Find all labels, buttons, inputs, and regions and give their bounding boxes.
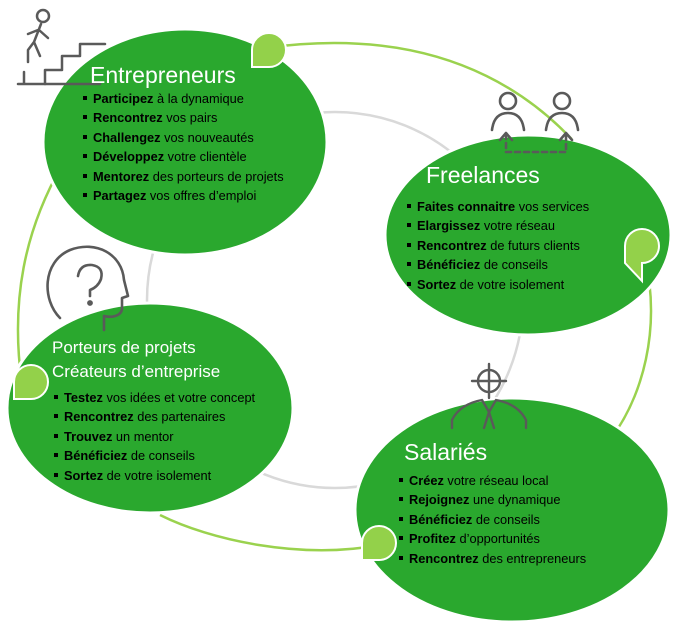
entrepreneurs-title: Entrepreneurs — [90, 62, 236, 88]
freelances-title: Freelances — [426, 162, 540, 188]
list-item: Bénéficiez de conseils — [399, 510, 586, 529]
list-item: Challengez vos nouveautés — [83, 128, 284, 147]
list-item: Rencontrez des entrepreneurs — [399, 549, 586, 568]
knob-entrepreneurs — [251, 32, 287, 68]
salaries-title: Salariés — [404, 439, 488, 465]
list-item: Rencontrez des partenaires — [54, 407, 255, 426]
connector-porteurs-entrepreneurs — [16, 164, 64, 386]
list-item: Sortez de votre isolement — [54, 466, 255, 485]
porteurs-list: Testez vos idées et votre concept Rencon… — [54, 388, 255, 485]
list-item: Bénéficiez de conseils — [407, 255, 589, 274]
two-people-exchange-icon — [490, 91, 580, 154]
freelances-list: Faites connaitre vos services Elargissez… — [407, 197, 589, 294]
salaries-bubble — [353, 396, 671, 624]
knob-porteurs — [13, 364, 49, 400]
freelances-bubble — [383, 133, 673, 337]
list-item: Rejoignez une dynamique — [399, 490, 586, 509]
list-item: Rencontrez de futurs clients — [407, 236, 589, 255]
list-item: Trouvez un mentor — [54, 427, 255, 446]
list-item: Sortez de votre isolement — [407, 275, 589, 294]
list-item: Partagez vos offres d’emploi — [83, 186, 284, 205]
list-item: Bénéficiez de conseils — [54, 446, 255, 465]
head-question-mark-icon — [46, 245, 130, 332]
list-item: Faites connaitre vos services — [407, 197, 589, 216]
entrepreneurs-list: Participez à la dynamique Rencontrez vos… — [83, 89, 284, 205]
person-climbing-stairs-icon — [16, 8, 107, 86]
list-item: Participez à la dynamique — [83, 89, 284, 108]
list-item: Créez votre réseau local — [399, 471, 586, 490]
knob-freelances — [624, 228, 660, 284]
list-item: Elargissez votre réseau — [407, 216, 589, 235]
connector-salaries-porteurs — [159, 513, 381, 552]
porteurs-bubble — [5, 301, 295, 515]
list-item: Profitez d’opportunités — [399, 529, 586, 548]
list-item: Mentorez des porteurs de projets — [83, 167, 284, 186]
entrepreneurs-bubble — [41, 27, 329, 257]
list-item: Rencontrez vos pairs — [83, 108, 284, 127]
list-item: Testez vos idées et votre concept — [54, 388, 255, 407]
salaries-list: Créez votre réseau local Rejoignez une d… — [399, 471, 586, 568]
employee-target-icon — [450, 362, 528, 430]
knob-salaries — [361, 525, 397, 561]
list-item: Développez votre clientèle — [83, 147, 284, 166]
porteurs-title-line2: Créateurs d’entreprise — [52, 362, 221, 381]
porteurs-title-line1: Porteurs de projets — [52, 338, 196, 357]
